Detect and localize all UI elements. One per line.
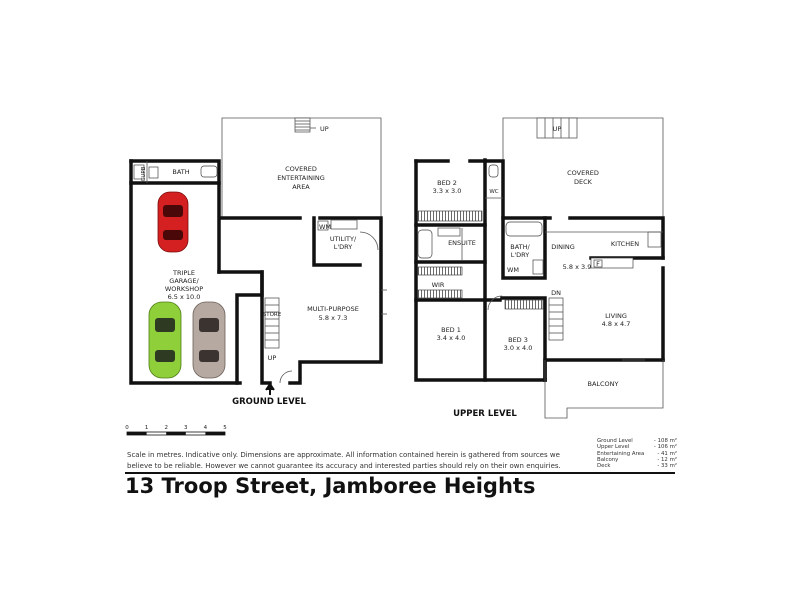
label-bed1-dim: 3.4 x 4.0 — [437, 334, 466, 342]
scale-tick-2: 2 — [164, 425, 168, 431]
label-bed2-dim: 3.3 x 3.0 — [433, 187, 462, 195]
label-multipurpose: MULTI-PURPOSE — [307, 305, 359, 313]
scale-tick-0: 0 — [125, 425, 129, 431]
label-dining: DINING — [551, 243, 575, 251]
label-triple: TRIPLE — [172, 269, 195, 277]
label-cupb: CUPB — [141, 166, 147, 181]
utility-wall — [312, 216, 362, 267]
area-row-ground: Ground Level- 108 m² — [597, 438, 677, 444]
bed3-robe — [504, 299, 544, 310]
label-dn: DN — [551, 289, 561, 297]
label-living-dim: 4.8 x 4.7 — [602, 320, 631, 328]
label-up-deck: UP — [553, 125, 562, 133]
label-covered-deck: COVERED — [567, 169, 599, 177]
label-up-ground: UP — [268, 354, 277, 362]
label-workshop: WORKSHOP — [165, 285, 203, 293]
scale-bar: 0 1 2 3 4 5 — [125, 425, 227, 436]
label-wm-upper: WM — [507, 266, 519, 274]
area-row-deck: Deck- 33 m² — [597, 463, 677, 470]
label-bed2: BED 2 — [437, 179, 457, 187]
label-garage-dim: 6.5 x 10.0 — [168, 293, 201, 301]
ground-level-title: GROUND LEVEL — [232, 397, 306, 407]
label-wir: WIR — [432, 281, 445, 289]
disclaimer-text: Scale in metres. Indicative only. Dimens… — [127, 451, 561, 470]
deck-stair — [536, 117, 578, 139]
upper-wall-left — [414, 159, 547, 382]
living-wall-bottom — [543, 358, 665, 382]
label-multipurpose-dim: 5.8 x 7.3 — [319, 314, 348, 322]
garage-wall-left — [129, 159, 242, 385]
store-wall — [260, 270, 272, 385]
garage-wall-top — [129, 159, 221, 274]
label-ldry-upper: L'DRY — [511, 251, 530, 259]
upper-stair — [548, 297, 564, 341]
scale-tick-3: 3 — [184, 425, 188, 431]
bed-divider-wall — [483, 298, 502, 382]
label-deck: DECK — [574, 178, 593, 186]
scale-tick-5: 5 — [223, 425, 227, 431]
label-bath-upper: BATH/ — [510, 243, 530, 251]
label-entertaining: ENTERTAINING — [277, 174, 325, 182]
upper-level-plan: BED 2 3.3 x 3.0 WC COVERED DECK UP ENSUI… — [414, 117, 665, 419]
label-bed3-dim: 3.0 x 4.0 — [504, 344, 533, 352]
ground-level-plan: COVERED ENTERTAINING AREA UP BATH CUPB T… — [129, 117, 387, 407]
entry-arrow-icon — [265, 382, 275, 395]
label-kitchen: KITCHEN — [611, 240, 639, 248]
upper-level-title: UPPER LEVEL — [453, 409, 517, 419]
area-row-balcony: Balcony- 12 m² — [597, 456, 677, 463]
covered-deck-outline — [502, 117, 664, 218]
car-taupe-icon — [192, 301, 226, 379]
label-ensuite: ENSUITE — [448, 239, 476, 247]
area-summary: Ground Level- 108 m² Upper Level- 106 m²… — [597, 438, 677, 469]
car-red-icon — [157, 191, 189, 253]
property-address: 13 Troop Street, Jamboree Heights — [125, 474, 536, 498]
label-up-entertaining: UP — [320, 125, 329, 133]
area-row-entertaining: Entertaining Area- 41 m² — [597, 450, 677, 457]
garage-wall-inner — [217, 270, 264, 385]
label-area: AREA — [292, 183, 310, 191]
label-wc: WC — [489, 189, 498, 195]
bath-ldry-wall — [501, 216, 547, 280]
bed3-wall — [500, 296, 547, 382]
label-living: LIVING — [605, 312, 627, 320]
scale-tick-4: 4 — [204, 425, 208, 431]
label-bath: BATH — [172, 168, 189, 176]
label-ldry-ground: L'DRY — [334, 243, 353, 251]
label-fridge: F — [596, 260, 600, 268]
scale-tick-1: 1 — [145, 425, 149, 431]
label-store: STORE — [263, 312, 282, 318]
area-row-upper: Upper Level- 106 m² — [597, 444, 677, 451]
car-green-icon — [148, 301, 182, 379]
label-bed1: BED 1 — [441, 326, 461, 334]
multipurpose-walls — [220, 216, 383, 385]
label-bed3: BED 3 — [508, 336, 528, 344]
balcony-outline — [544, 360, 664, 419]
label-balcony: BALCONY — [587, 380, 618, 388]
label-utility: UTILITY/ — [330, 235, 357, 243]
entertaining-stair — [294, 117, 316, 133]
footer-divider — [125, 472, 675, 474]
label-garage: GARAGE/ — [169, 277, 199, 285]
bed2-robe — [417, 210, 483, 222]
label-kitchen-dim: 5.8 x 3.9 — [563, 263, 592, 271]
label-covered: COVERED — [285, 165, 317, 173]
ground-stair — [264, 297, 280, 349]
label-wm-ground: WM — [319, 223, 331, 231]
